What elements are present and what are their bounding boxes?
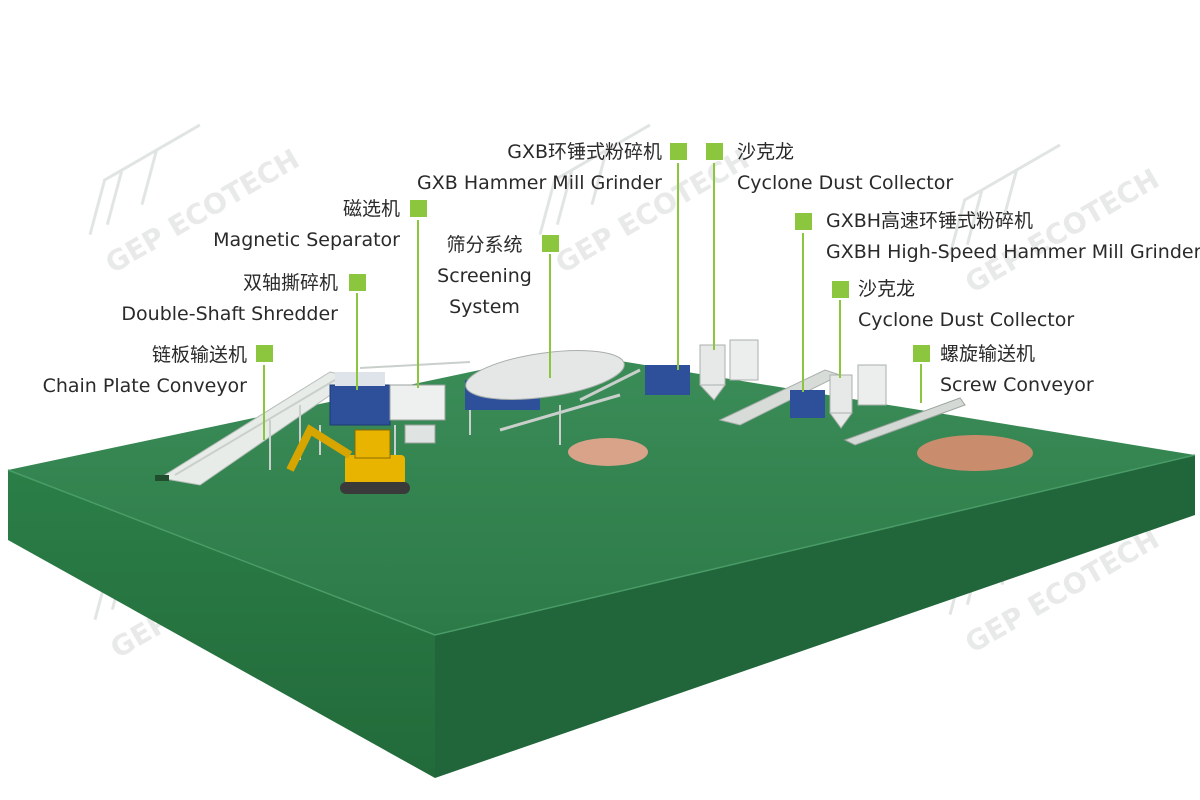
platform-front-face	[8, 470, 435, 778]
label-cyclone-dust-collector-1: 沙克龙 Cyclone Dust Collector	[737, 137, 953, 199]
label-cn: 沙克龙	[737, 141, 795, 163]
label-marker	[256, 345, 273, 362]
label-en: Chain Plate Conveyor	[42, 375, 247, 397]
label-marker	[542, 235, 559, 252]
platform-side-face	[435, 455, 1195, 778]
label-marker	[795, 213, 812, 230]
material-pile	[917, 435, 1033, 471]
label-en: GXB Hammer Mill Grinder	[417, 172, 662, 194]
label-en: Double-Shaft Shredder	[121, 303, 338, 325]
chain-plate-conveyor-machine	[155, 371, 357, 486]
excavator	[286, 424, 410, 494]
label-magnetic-separator: 磁选机 Magnetic Separator	[213, 194, 400, 256]
label-cn: 链板输送机	[151, 344, 247, 366]
label-cn: 螺旋输送机	[940, 343, 1036, 365]
material-pile	[568, 438, 648, 466]
gxbh-hammer-mill-machine	[790, 364, 887, 429]
label-screening-system: 筛分系统 Screening System	[432, 230, 537, 323]
label-cn: GXBH高速环锤式粉碎机	[826, 210, 1034, 232]
label-en: Screw Conveyor	[940, 374, 1094, 396]
label-marker	[832, 281, 849, 298]
leader-lines	[256, 143, 930, 440]
label-double-shaft-shredder: 双轴撕碎机 Double-Shaft Shredder	[121, 268, 338, 330]
label-cn: 筛分系统	[446, 234, 523, 256]
screening-system-machine	[465, 350, 641, 445]
label-cn: GXB环锤式粉碎机	[507, 141, 662, 163]
label-gxb-hammer-mill: GXB环锤式粉碎机 GXB Hammer Mill Grinder	[417, 137, 662, 199]
label-en: Magnetic Separator	[213, 229, 400, 251]
label-cn: 磁选机	[342, 198, 400, 220]
label-screw-conveyor: 螺旋输送机 Screw Conveyor	[940, 339, 1094, 401]
double-shaft-shredder-machine	[319, 372, 396, 455]
label-marker	[670, 143, 687, 160]
label-en: GXBH High-Speed Hammer Mill Grinder	[826, 241, 1200, 263]
label-gxbh-hammer-mill: GXBH高速环锤式粉碎机 GXBH High-Speed Hammer Mill…	[826, 206, 1200, 268]
label-marker	[706, 143, 723, 160]
label-marker	[349, 274, 366, 291]
label-cn: 双轴撕碎机	[242, 272, 338, 294]
magnetic-separator-machine	[359, 361, 471, 444]
green-platform	[7, 352, 1196, 778]
label-chain-plate-conveyor: 链板输送机 Chain Plate Conveyor	[43, 340, 247, 402]
machinery	[155, 339, 1033, 494]
label-marker	[913, 345, 930, 362]
label-marker	[410, 200, 427, 217]
label-cn: 沙克龙	[858, 278, 916, 300]
label-en: Cyclone Dust Collector	[858, 309, 1075, 331]
gxb-hammer-mill-machine	[645, 339, 759, 401]
label-en: Cyclone Dust Collector	[737, 172, 954, 194]
label-en: Screening	[437, 265, 532, 287]
label-cyclone-dust-collector-2: 沙克龙 Cyclone Dust Collector	[858, 274, 1074, 336]
screw-conveyor-machine	[843, 397, 966, 446]
label-en-line2: System	[449, 296, 520, 318]
